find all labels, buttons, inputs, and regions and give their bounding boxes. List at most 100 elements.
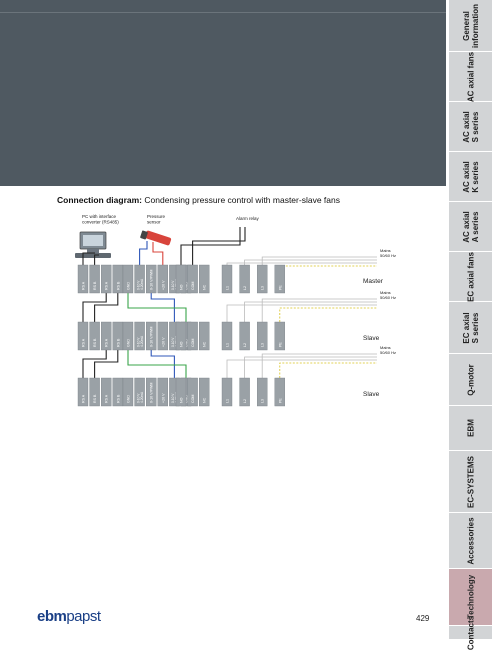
- pe-wire: [279, 307, 377, 322]
- terminal-label: RS A: [82, 338, 86, 347]
- sidebar-tab-label: Q-motor: [466, 363, 475, 396]
- terminal: [221, 377, 233, 407]
- alarm-wire: [180, 227, 241, 265]
- terminal: [122, 321, 134, 351]
- sidebar-tab-accessories[interactable]: Accessories: [449, 513, 492, 569]
- terminal-label: 0-10 V4-20mA: [136, 335, 143, 347]
- terminal-label: +20 V: [161, 337, 165, 347]
- rs-a-wire: [82, 252, 95, 265]
- terminal: [274, 264, 286, 294]
- terminal: [175, 377, 187, 407]
- sidebar-tab-ec-axial-fans[interactable]: EC axial fans: [449, 252, 492, 302]
- mains-wire: [261, 256, 377, 265]
- relay-label: Alarm relay: [236, 216, 260, 221]
- ebmpapst-logo: ebmpapst: [37, 608, 101, 625]
- control-wire: [150, 350, 175, 378]
- terminal-label: RS B: [93, 338, 97, 347]
- mains-wire: [261, 353, 377, 378]
- sensor-signal-wire: [139, 241, 148, 265]
- row-role-label: Master: [363, 278, 384, 285]
- rs-b-wire: [94, 254, 99, 265]
- terminal: [157, 264, 169, 294]
- terminal-label: 0-10 V/PWM: [150, 327, 154, 347]
- sidebar-tab-label: AC axial fans: [466, 51, 475, 102]
- terminal: [274, 377, 286, 407]
- sidebar-tab-ac-axial-fans[interactable]: AC axial fans: [449, 51, 492, 102]
- terminal: [145, 264, 157, 294]
- terminal-label: L2: [243, 343, 247, 347]
- terminal-label: RS B: [93, 281, 97, 290]
- terminal: [101, 321, 112, 351]
- mains-wire: [226, 359, 377, 378]
- terminal-label: PE: [278, 398, 282, 403]
- terminal-label: L1: [226, 286, 230, 290]
- sidebar-tab-ebm[interactable]: EBM: [449, 406, 492, 451]
- terminal: [77, 321, 89, 351]
- terminal-label: COM: [191, 282, 195, 290]
- bus-wire: [82, 293, 107, 322]
- terminal: [175, 321, 187, 351]
- terminal: [89, 377, 100, 407]
- terminal-label: COM: [191, 339, 195, 347]
- terminal-label: RS B: [93, 394, 97, 403]
- bus-wire: [82, 350, 107, 378]
- sidebar-tab-technology[interactable]: Technology: [449, 569, 492, 626]
- terminal: [134, 377, 145, 407]
- terminal: [101, 377, 112, 407]
- pe-wire: [279, 265, 377, 267]
- gnd-wire: [127, 350, 187, 378]
- terminal-label: 0-10 V4-20mA: [136, 278, 143, 290]
- sidebar-tab-label: EBM: [466, 419, 475, 437]
- terminal: [122, 264, 134, 294]
- mains-wire: [244, 356, 377, 378]
- terminal-label: GND: [185, 395, 189, 403]
- terminal: [256, 377, 268, 407]
- sensor-connector: [140, 230, 148, 240]
- mains-wire: [244, 259, 377, 265]
- pressure-sensor-icon: [144, 230, 172, 246]
- terminal-label: +20 V: [161, 393, 165, 403]
- logo-light: papst: [66, 608, 101, 625]
- terminal-label: GND: [185, 282, 189, 290]
- terminal: [198, 377, 210, 407]
- alarm-wire: [192, 227, 246, 265]
- terminal: [157, 321, 169, 351]
- monitor-stand: [87, 249, 99, 253]
- mains-wire: [226, 262, 377, 265]
- terminal: [77, 264, 89, 294]
- sidebar-tab-ec-systems[interactable]: EC-SYSTEMS: [449, 451, 492, 513]
- terminal-label: 0-10 V/PWM: [150, 383, 154, 403]
- terminal: [256, 264, 268, 294]
- terminal-label: RS A: [82, 394, 86, 403]
- terminal: [221, 321, 233, 351]
- sidebar-tab-label: EC axial fans: [466, 251, 475, 302]
- terminal-label: NO: [180, 397, 184, 403]
- terminal-label: 0-10 V/PWM: [150, 270, 154, 290]
- terminal-label: PE: [278, 342, 282, 347]
- sidebar-tab-contacts[interactable]: Contacts: [449, 615, 492, 650]
- terminal-label: RS B: [116, 394, 120, 403]
- terminal-label: GND: [127, 339, 131, 347]
- terminal-label: L1: [226, 399, 230, 403]
- gnd-wire: [127, 293, 187, 322]
- terminal: [134, 264, 145, 294]
- page-number: 429: [416, 614, 430, 623]
- terminal-label: L2: [243, 399, 247, 403]
- sidebar-tab-q-motor[interactable]: Q-motor: [449, 354, 492, 406]
- terminal: [145, 377, 157, 407]
- terminal-label: RS A: [82, 281, 86, 290]
- logo-bold: ebm: [37, 608, 67, 625]
- mains-wire: [261, 298, 377, 322]
- control-wire: [150, 293, 175, 322]
